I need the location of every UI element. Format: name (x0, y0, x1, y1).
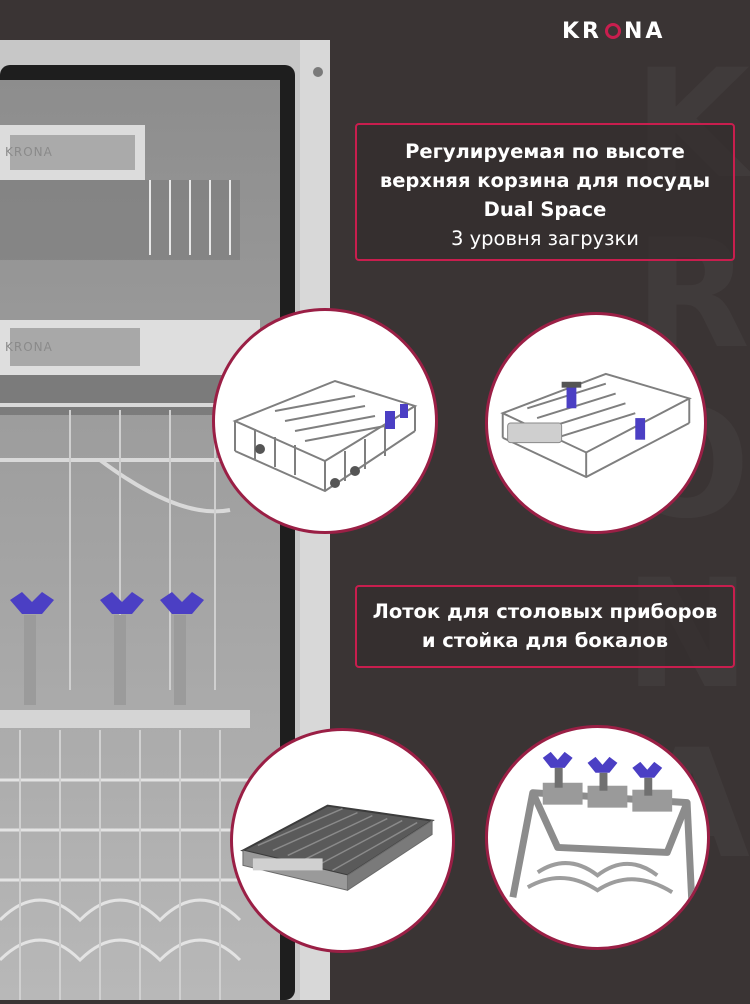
basket-with-glass-holder-image (485, 312, 707, 534)
caption-line: 3 уровня загрузки (451, 227, 639, 250)
dishwasher-photo (0, 40, 340, 1000)
logo-ring-icon (605, 23, 621, 39)
upper-basket-image (212, 308, 438, 534)
caption-line: верхняя корзина для посуды (379, 169, 711, 192)
feature-caption-cutlery: Лоток для столовых приборов и стойка для… (355, 585, 735, 668)
tray-brand-label-middle: KRONA (5, 340, 53, 354)
caption-line: Dual Space (483, 198, 607, 221)
caption-line: Регулируемая по высоте (405, 140, 685, 163)
tray-brand-label-top: KRONA (5, 145, 53, 159)
caption-line: и стойка для бокалов (421, 629, 669, 652)
feature-caption-basket: Регулируемая по высоте верхняя корзина д… (355, 123, 735, 261)
caption-line: Лоток для столовых приборов (372, 600, 718, 623)
glass-rack-image (485, 725, 710, 950)
cutlery-tray-image (230, 728, 455, 953)
